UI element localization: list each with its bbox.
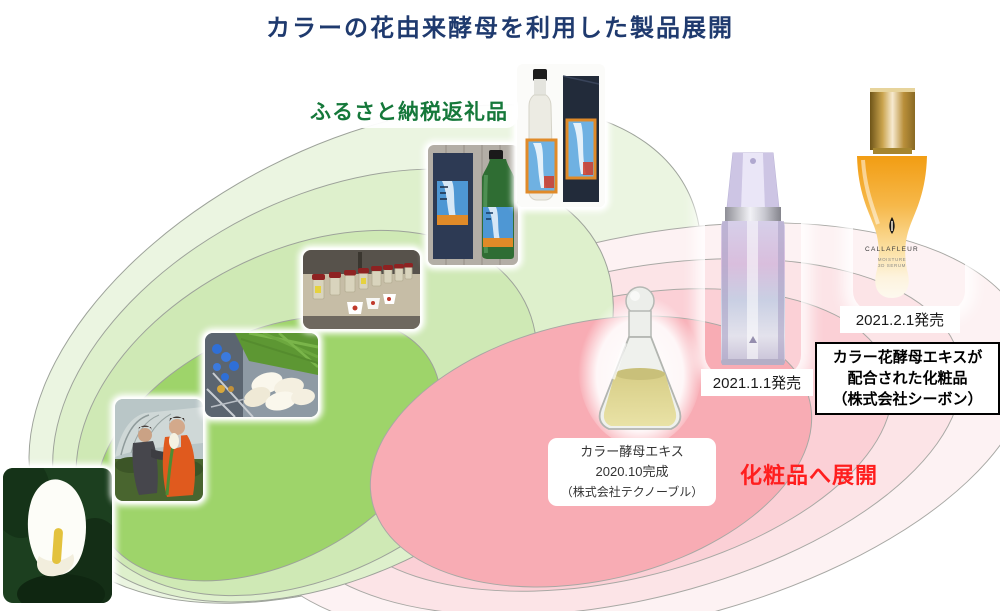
seabon-line1: カラー花酵母エキスが bbox=[832, 349, 983, 366]
technoble-line2: 2020.10完成 bbox=[595, 464, 669, 479]
page-title: カラーの花由来酵母を利用した製品展開 bbox=[266, 15, 734, 42]
greenhouse-farmers-photo bbox=[115, 399, 203, 501]
purple-serum-bottle-photo bbox=[705, 147, 801, 375]
sake-green-bottle-gift-photo bbox=[428, 145, 518, 265]
calla-flowers-rack-photo bbox=[205, 333, 318, 417]
seabon-line2: 配合された化粧品 bbox=[847, 370, 968, 387]
furusato-tax-gift-label: ふるさと納税返礼品 bbox=[300, 94, 518, 128]
release-date-2021-1-1: 2021.1.1発売 bbox=[701, 369, 813, 396]
yeast-vials-tasting-photo bbox=[303, 250, 420, 329]
seabon-line3: （株式会社シーボン） bbox=[832, 391, 983, 408]
release-date-2021-2-1: 2021.2.1発売 bbox=[840, 306, 960, 333]
technoble-line3: （株式会社テクノーブル） bbox=[560, 485, 704, 499]
gold-bottle-product-line2: 3D SERUM bbox=[878, 263, 906, 268]
sake-frosted-bottle-gift-photo bbox=[517, 64, 605, 207]
seabon-cosmetics-box: カラー花酵母エキスが 配合された化粧品 （株式会社シーボン） bbox=[815, 342, 1000, 415]
technoble-extract-label: カラー酵母エキス 2020.10完成 （株式会社テクノーブル） bbox=[548, 438, 716, 506]
gold-serum-bottle-photo: CALLAFLEUR MOISTURE 3D SERUM bbox=[853, 86, 965, 311]
gold-bottle-brand-text: CALLAFLEUR bbox=[865, 246, 919, 253]
gold-bottle-product-line1: MOISTURE bbox=[878, 257, 907, 262]
cosmetics-expansion-label: 化粧品へ展開 bbox=[740, 463, 879, 488]
calla-flower-photo bbox=[3, 468, 112, 603]
yeast-extract-flask-photo bbox=[577, 283, 703, 447]
technoble-line1: カラー酵母エキス bbox=[580, 444, 684, 459]
